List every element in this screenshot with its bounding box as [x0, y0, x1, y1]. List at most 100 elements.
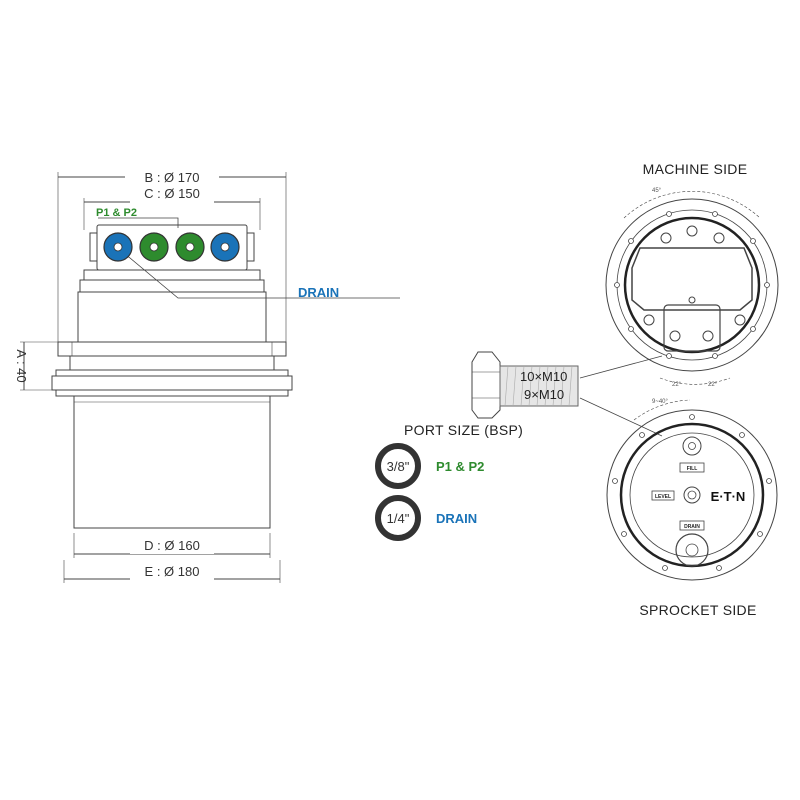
port-size-1-4: 1/4" DRAIN: [375, 495, 477, 541]
fill-plug: [682, 436, 702, 456]
port-size-1-4-label: DRAIN: [436, 511, 477, 526]
machine-angle-right: 22°: [708, 382, 718, 388]
bolt-leader-machine: [579, 355, 663, 379]
machine-port-1: [660, 232, 672, 244]
machine-bolt-4: [666, 211, 672, 217]
machine-flange: [57, 341, 287, 357]
dim-a-label: A : 40: [14, 349, 29, 382]
bolt-thread-marks: [504, 365, 573, 407]
sprocket-bolt-9: [639, 432, 645, 438]
fill-plug-center: [688, 442, 696, 450]
port-group: [103, 232, 240, 262]
bolt-sprocket-label: 9×M10: [524, 387, 564, 402]
fill-tag-box: [679, 462, 705, 473]
bolt-shank: [499, 365, 579, 407]
thread-6: [544, 365, 549, 407]
motor-body-upper: [83, 269, 261, 281]
dim-d-label: D : Ø 160: [144, 538, 200, 553]
bolt-leader-sprocket: [579, 397, 663, 437]
port-ring-3-8: [375, 443, 421, 489]
machine-bolt-10: [750, 326, 756, 332]
machine-side-view: [605, 191, 779, 385]
dim-b-bg: [125, 169, 219, 185]
level-tag-box: [651, 490, 675, 501]
machine-bolt-2: [750, 238, 756, 244]
machine-bolt-8: [666, 353, 672, 359]
dim-b-label: B : Ø 170: [145, 170, 200, 185]
dim-a-bg: [6, 348, 20, 388]
dim-e-label: E : Ø 180: [145, 564, 200, 579]
sprocket-bolt-holes: [612, 414, 772, 571]
bolt-illustration: [471, 351, 663, 437]
machine-angle-arc-bottom: [659, 377, 731, 385]
dim-e-bg: [130, 564, 214, 580]
p1-port-hole: [149, 242, 159, 252]
machine-bolt-7: [628, 326, 634, 332]
machine-bolt-holes: [614, 211, 770, 359]
thread-3: [520, 365, 525, 407]
dim-d-bg: [130, 538, 214, 554]
thread-7: [552, 365, 557, 407]
sprocket-angle: 9~40°: [652, 399, 669, 405]
motor-body-main: [77, 291, 267, 343]
level-plug: [683, 486, 701, 504]
machine-bolt-6: [614, 282, 620, 288]
sprocket-bolt-1: [689, 414, 695, 420]
machine-center-block: [663, 304, 721, 352]
machine-angle-arc-top: [623, 191, 761, 219]
machine-flange-inner: [623, 216, 761, 354]
p1p2-callout: P1 & P2: [96, 207, 137, 219]
sprocket-angle-arc: [633, 399, 691, 421]
machine-port-5: [734, 314, 746, 326]
sprocket-bolt-6: [662, 565, 668, 571]
port-ring-1-4: [375, 495, 421, 541]
drain-plug: [675, 533, 709, 567]
port-size-3-8-value: 3/8": [387, 459, 410, 474]
machine-flange-outer: [605, 198, 779, 372]
thread-1: [504, 365, 509, 407]
thread-4: [528, 365, 533, 407]
thread-2: [512, 365, 517, 407]
sprocket-flange: [51, 375, 293, 391]
sprocket-flange-bottom: [55, 389, 289, 397]
drain-tag-box: [679, 520, 705, 531]
p2-port-hole: [185, 242, 195, 252]
port-size-title: PORT SIZE (BSP): [404, 422, 523, 438]
sprocket-bolt-8: [612, 478, 618, 484]
sprocket-bolt-4: [757, 531, 763, 537]
sprocket-bolt-2: [739, 432, 745, 438]
sprocket-bolt-5: [716, 565, 722, 571]
drain-plug-center: [685, 543, 699, 557]
fill-tag: FILL: [687, 466, 698, 472]
drain-tag: DRAIN: [684, 524, 700, 530]
p1p2-leader: [98, 217, 179, 228]
sprocket-side-title: SPROCKET SIDE: [639, 602, 756, 618]
machine-flange-bolt-circle: [616, 209, 768, 361]
machine-valve-plate: [631, 247, 753, 311]
sprocket-side-view: [606, 399, 778, 581]
machine-angle-top: 45°: [652, 188, 662, 194]
thread-5: [536, 365, 541, 407]
bolt-machine-label: 10×M10: [520, 369, 567, 384]
valve-block-left-cap: [89, 232, 98, 262]
machine-port-3: [713, 232, 725, 244]
motor-body-ring: [79, 279, 265, 293]
drain-port-right-hole: [220, 242, 230, 252]
brand-logo: E·T·N: [711, 489, 746, 504]
sprocket-bolt-3: [766, 478, 772, 484]
thread-8: [560, 365, 565, 407]
thread-9: [568, 365, 573, 407]
drain-port-left-hole: [113, 242, 123, 252]
sprocket-flange-top: [55, 369, 289, 377]
machine-port-4: [643, 314, 655, 326]
machine-side-title: MACHINE SIDE: [643, 161, 748, 177]
machine-angle-left: 22°: [672, 382, 682, 388]
sprocket-bolt-7: [621, 531, 627, 537]
flange-neck: [69, 355, 275, 371]
port-size-1-4-value: 1/4": [387, 511, 410, 526]
port-size-3-8-label: P1 & P2: [436, 459, 484, 474]
machine-bolt-9: [712, 353, 718, 359]
sprocket-flange-outer: [606, 409, 778, 581]
machine-center-dot: [688, 296, 696, 304]
